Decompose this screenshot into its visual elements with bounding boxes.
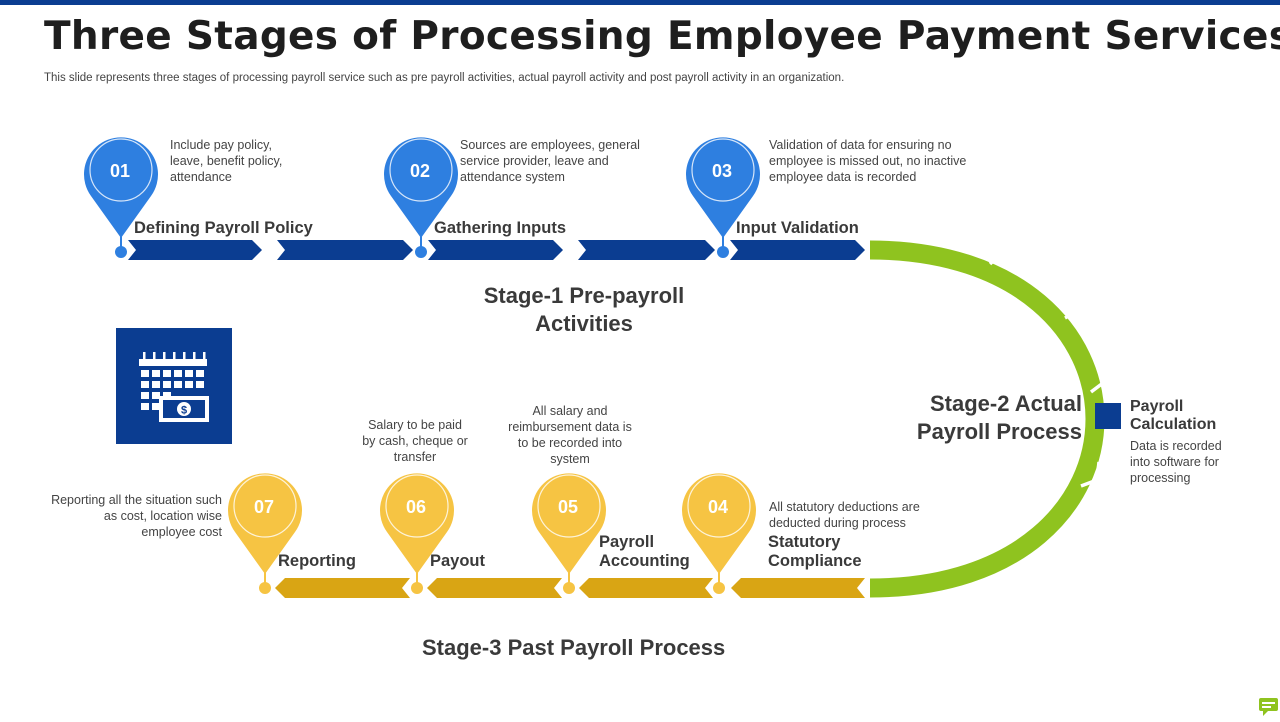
step-01-label: Defining Payroll Policy bbox=[134, 219, 313, 237]
blue-chevron-1 bbox=[128, 240, 262, 260]
top-accent-bar bbox=[0, 0, 1280, 5]
step-05-label: Payroll Accounting bbox=[599, 533, 690, 570]
yellow-chevron-1 bbox=[275, 578, 410, 598]
page-title: Three Stages of Processing Employee Paym… bbox=[44, 14, 1280, 59]
blue-chevron-3 bbox=[428, 240, 563, 260]
step-04-label: Statutory Compliance bbox=[768, 533, 862, 570]
payroll-calculation-description: Data is recorded into software for proce… bbox=[1130, 439, 1222, 485]
step-06-description: Salary to be paid by cash, cheque or tra… bbox=[362, 418, 468, 464]
step-07-label: Reporting bbox=[278, 552, 356, 570]
stage3-chevrons bbox=[275, 578, 865, 598]
svg-text:$: $ bbox=[181, 405, 187, 417]
step-05-description: All salary and reimbursement data is to … bbox=[508, 404, 632, 466]
pin-07 bbox=[228, 473, 302, 594]
pin-05-number: 05 bbox=[558, 497, 578, 517]
blue-chevron-2 bbox=[277, 240, 413, 260]
yellow-chevron-2 bbox=[427, 578, 562, 598]
blue-chevron-5 bbox=[730, 240, 865, 260]
pin-03 bbox=[686, 137, 760, 258]
pin-01-number: 01 bbox=[110, 161, 130, 181]
step-01-description: Include pay policy, leave, benefit polic… bbox=[170, 138, 283, 184]
chat-icon[interactable] bbox=[1258, 697, 1280, 722]
pin-05 bbox=[532, 473, 606, 594]
calendar-money-icon: $ bbox=[116, 328, 232, 444]
pin-06 bbox=[380, 473, 454, 594]
step-02-label: Gathering Inputs bbox=[434, 219, 566, 237]
pin-01 bbox=[84, 137, 158, 258]
yellow-pins bbox=[228, 473, 757, 594]
pin-04-number: 04 bbox=[708, 497, 728, 517]
pin-02 bbox=[384, 137, 459, 258]
pin-04 bbox=[682, 473, 757, 594]
stage2-arc bbox=[869, 240, 1105, 598]
blue-chevron-4 bbox=[578, 240, 715, 260]
yellow-chevron-3 bbox=[579, 578, 713, 598]
pin-07-number: 07 bbox=[254, 497, 274, 517]
payroll-calculation-title: Payroll Calculation bbox=[1130, 398, 1217, 433]
payroll-calculation-marker bbox=[1095, 403, 1121, 429]
step-04-description: All statutory deductions are deducted du… bbox=[769, 500, 920, 530]
stage1-chevrons bbox=[128, 240, 865, 260]
yellow-chevron-4 bbox=[731, 578, 865, 598]
pin-06-number: 06 bbox=[406, 497, 426, 517]
pin-02-number: 02 bbox=[410, 161, 430, 181]
step-03-label: Input Validation bbox=[736, 219, 859, 237]
step-03-description: Validation of data for ensuring no emplo… bbox=[769, 138, 967, 184]
step-02-description: Sources are employees, general service p… bbox=[460, 138, 640, 184]
stage3-title: Stage-3 Past Payroll Process bbox=[422, 635, 726, 660]
pin-03-number: 03 bbox=[712, 161, 732, 181]
blue-pins bbox=[84, 137, 760, 258]
step-07-description: Reporting all the situation such as cost… bbox=[51, 493, 222, 539]
stage2-title: Stage-2 Actual Payroll Process bbox=[916, 391, 1082, 444]
step-06-label: Payout bbox=[430, 552, 486, 570]
arc-notches bbox=[988, 236, 1110, 596]
stage1-title: Stage-1 Pre-payroll Activities bbox=[483, 283, 685, 336]
page-subtitle: This slide represents three stages of pr… bbox=[44, 72, 845, 84]
